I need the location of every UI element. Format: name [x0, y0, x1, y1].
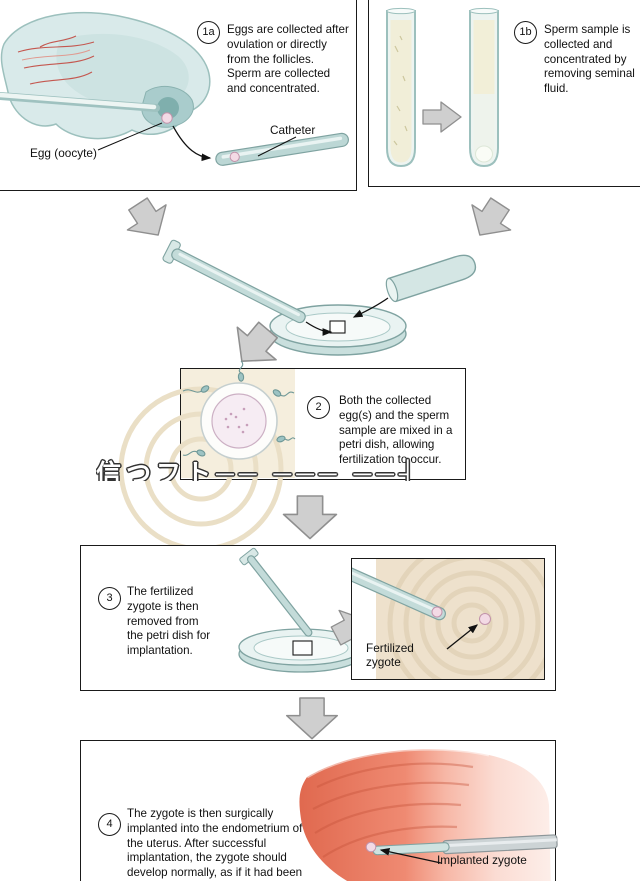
step3-box: 3 The fertilized zygote is then removed … [80, 545, 556, 691]
down-right-arrow [126, 197, 167, 236]
catheter-tool [215, 132, 349, 166]
down-left-arrow [471, 197, 512, 236]
sperm-pellet [475, 145, 493, 163]
egg-catheter [162, 239, 306, 324]
step-text-4: The zygote is then surgically implanted … [127, 807, 303, 880]
step-text-2: Both the collected egg(s) and the sperm … [339, 394, 453, 467]
implanted-zygote-dot [365, 841, 377, 853]
sperm-cells [182, 360, 296, 457]
implanted-zygote-label: Implanted zygote [437, 853, 527, 867]
ovary-illustration [0, 11, 349, 166]
catheter-label: Catheter [270, 123, 316, 137]
step-number: 1b [519, 26, 532, 38]
fertilized-zygote-label: Fertilized zygote [366, 641, 414, 670]
step4-box: 4 The zygote is then surgically implante… [80, 740, 558, 881]
zygote-inset: Fertilized zygote [351, 558, 545, 680]
to-step2-arrow [236, 321, 279, 362]
step-text-1a: Eggs are collected after ovulation or di… [227, 23, 349, 96]
arrow-step3-to-step4 [285, 697, 339, 740]
panel-egg-collection: 1a Eggs are collected after ovulation or… [0, 0, 357, 191]
catheter-tip [352, 566, 446, 621]
step-circle-2: 2 [307, 396, 330, 419]
watermark: 信つフト── ─── ──┤ [96, 460, 422, 481]
sperm-tube-pouring [385, 254, 477, 303]
egg-label-line [97, 122, 163, 151]
muscle-striations [312, 762, 474, 858]
step-number: 2 [315, 401, 322, 413]
pipette [239, 547, 313, 637]
implanted-zygote-line [379, 847, 442, 864]
step-circle-4: 4 [98, 813, 121, 836]
tube-process-arrow [422, 101, 462, 133]
fertilized-zygote-dot [479, 613, 491, 625]
zygote-removal-illustration [238, 547, 364, 673]
uterus-implantation-illustration [299, 747, 558, 881]
egg-oocyte-label: Egg (oocyte) [30, 146, 97, 160]
step2-box: 2 Both the collected egg(s) and the sper… [118, 360, 466, 552]
catheter-label-line [257, 136, 297, 157]
step-text-1b: Sperm sample is collected and concentrat… [544, 23, 635, 96]
step-text-3: The fertilized zygote is then removed fr… [127, 585, 211, 658]
converging-arrows [126, 197, 512, 236]
step-number: 4 [106, 818, 113, 830]
fertilization-illustration [118, 360, 296, 552]
test-tubes-illustration [386, 7, 499, 168]
step-number: 1a [202, 26, 215, 38]
arrow-step2-to-step3 [282, 495, 338, 540]
zygote-inset-illustration [352, 559, 544, 679]
step-circle-1b: 1b [514, 21, 537, 44]
step-circle-1a: 1a [197, 21, 220, 44]
panel-sperm-collection: 1b Sperm sample is collected and concent… [368, 0, 640, 187]
egg-to-catheter-arrow [172, 125, 212, 162]
mixing-illustration [162, 239, 477, 362]
implantation-catheter [372, 834, 558, 856]
egg-stipple [224, 407, 249, 434]
step-circle-3: 3 [98, 587, 121, 610]
dish-focus-square [329, 320, 346, 334]
step-number: 3 [106, 592, 113, 604]
blood-vessels [17, 35, 95, 85]
egg-oocyte-dot [161, 112, 173, 124]
dish-focus-square [292, 640, 313, 656]
